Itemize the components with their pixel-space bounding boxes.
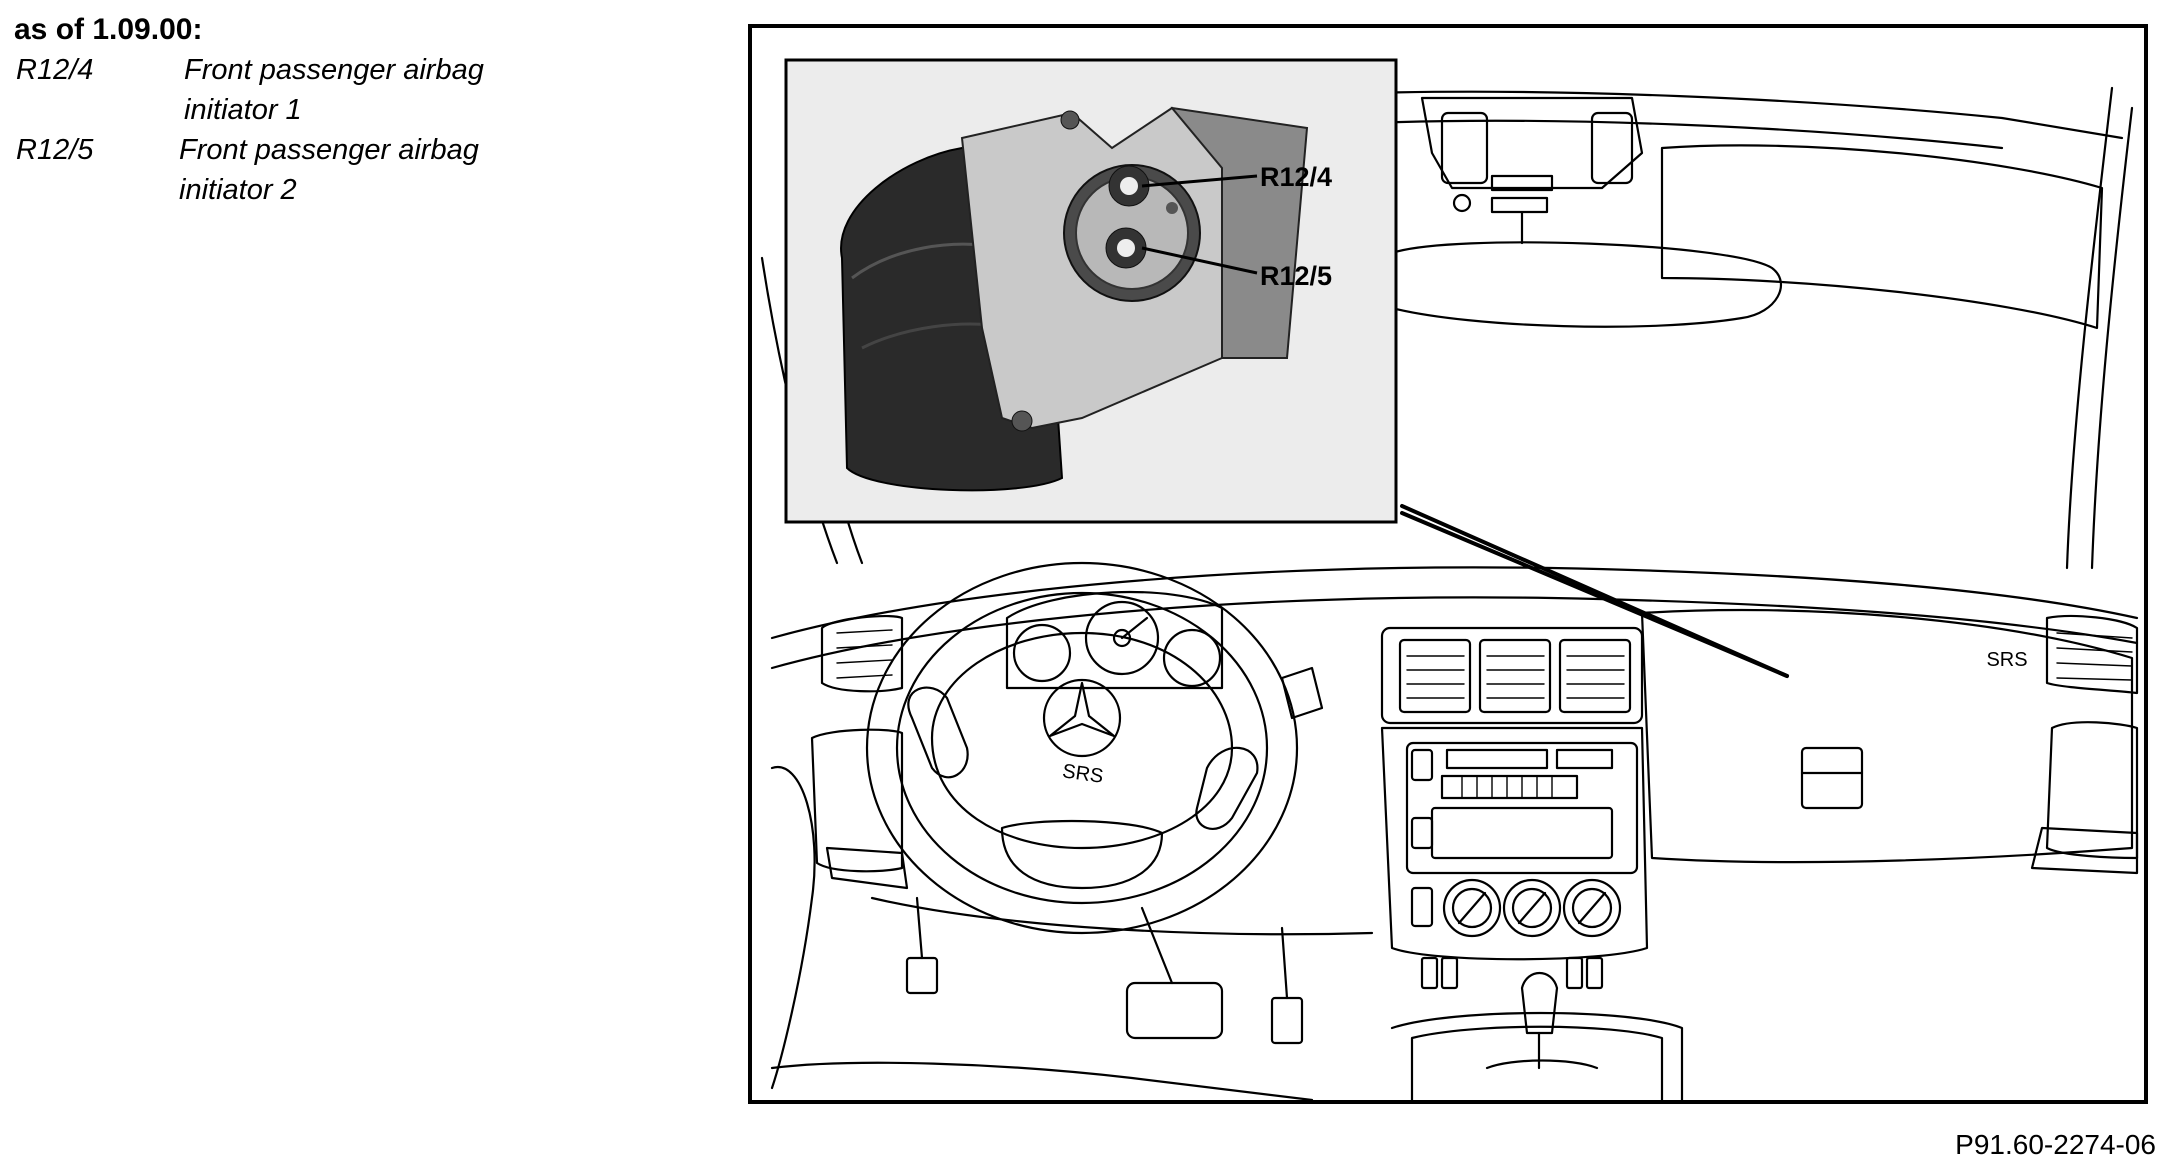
climate-knob-right [1562,878,1622,938]
figure-reference: P91.60-2274-06 [1955,1129,2156,1160]
airbag-hub [930,631,1234,850]
callout-label-r12-4: R12/4 [1260,162,1332,192]
left-vent [820,614,904,693]
center-vent-housing [1380,626,1644,725]
gear-shifter [1520,972,1559,1035]
legend-item-r12-5: R12/5 Front passenger airbag initiator 2 [14,130,714,210]
steering-wheel [865,561,1299,935]
legend-code: R12/4 [16,54,94,86]
passenger-airbag-label: SRS [1986,649,2027,671]
climate-knob-left [1442,878,1502,938]
right-a-pillar [2090,106,2134,570]
legend-description: Front passenger airbag initiator 2 [179,134,479,206]
legend-description: Front passenger airbag initiator 1 [184,54,484,126]
callout-label-r12-5: R12/5 [1260,261,1332,291]
mercedes-star-icon [1042,678,1122,758]
center-console [1380,726,1649,961]
inset-photo [784,58,1398,524]
rear-view-mirror [1376,241,1783,328]
radio-unit [1405,741,1639,875]
component-legend: as of 1.09.00: R12/4 Front passenger air… [14,10,714,210]
legend-item-r12-4: R12/4 Front passenger airbag initiator 1 [14,50,714,130]
sun-visor [1660,144,2104,330]
passenger-airbag-panel [1640,608,2134,864]
windshield-top [1370,90,2124,140]
overhead-console [1420,96,1644,190]
dashboard-drawing: SRS SRS R12/4 R12/ [760,58,2139,1100]
legend-heading: as of 1.09.00: [14,13,203,46]
dashboard-illustration: SRS SRS R12/4 R12/ [748,24,2148,1104]
steering-airbag-label: SRS [1061,760,1105,788]
climate-knob-center [1502,878,1562,938]
accelerator-pedal [1270,996,1304,1045]
right-vent [2045,614,2139,695]
brake-pedal [1125,981,1224,1040]
legend-code: R12/5 [16,134,94,166]
glovebox-latch [1800,746,1864,810]
dashboard-top [770,566,2139,640]
clutch-pedal [905,956,939,995]
